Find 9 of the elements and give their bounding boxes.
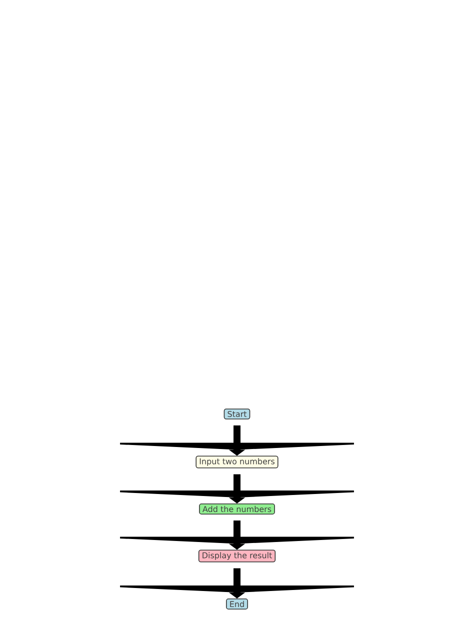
process-box: Input two numbers [196,456,278,468]
arrow [119,425,355,456]
process-box: Start [224,408,250,420]
process-box: Add the numbers [199,504,275,514]
process-box: End [226,598,248,610]
arrow [119,568,355,598]
process-box: Display the result [198,550,276,562]
arrow [119,474,355,504]
arrow [119,520,355,550]
